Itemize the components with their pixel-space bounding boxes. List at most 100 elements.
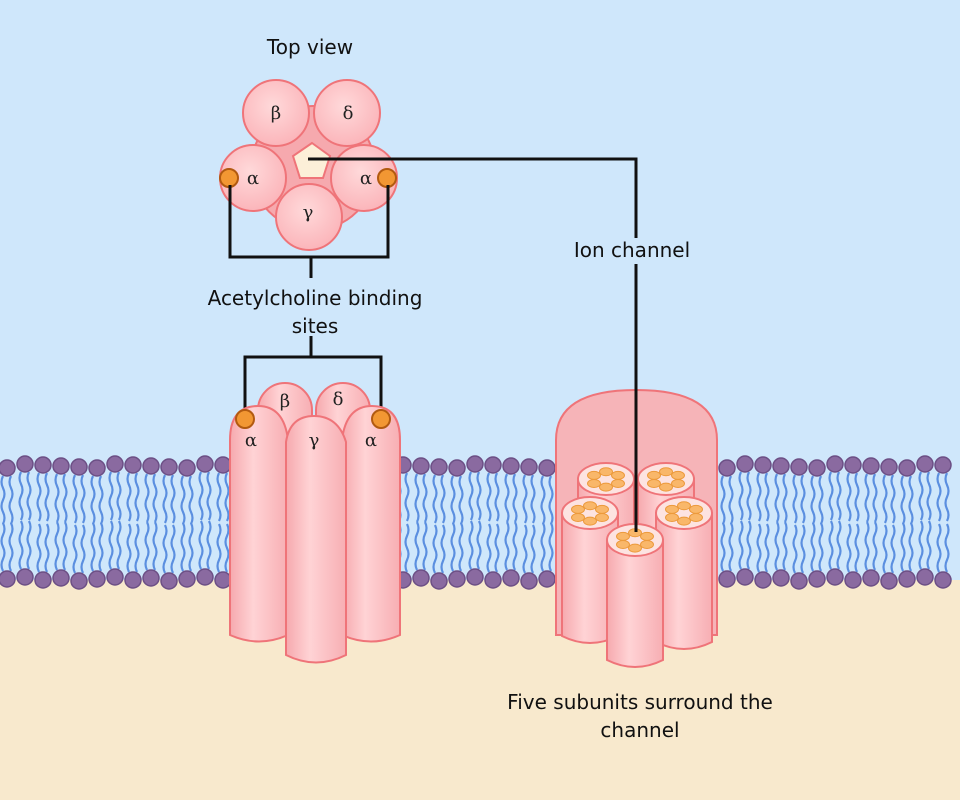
- lipid-head: [466, 568, 484, 586]
- lipid-head: [160, 458, 178, 476]
- lipid-head: [88, 459, 106, 477]
- lipid-tail: [54, 473, 60, 523]
- lipid-head: [124, 456, 142, 474]
- lipid-tail: [926, 520, 932, 570]
- lipid-head: [34, 456, 52, 474]
- binding-site-dot: [371, 409, 391, 429]
- lipid-tail: [530, 474, 536, 524]
- lipid-tail: [62, 473, 68, 523]
- lipid-head: [538, 570, 556, 588]
- binding-site-dot: [377, 168, 397, 188]
- lipid-head: [88, 570, 106, 588]
- lipid-tail: [126, 523, 132, 573]
- lipid-head: [52, 457, 70, 475]
- lipid-tail: [62, 521, 68, 571]
- lipid-head: [772, 457, 790, 475]
- lipid-head: [448, 570, 466, 588]
- lipid-head: [826, 455, 844, 473]
- lipid-tail: [720, 522, 726, 572]
- lipid-head: [844, 571, 862, 589]
- lipid-tail: [0, 522, 6, 572]
- lipid-tail: [152, 473, 158, 523]
- lipid-tail: [8, 522, 14, 572]
- lipid-tail: [486, 472, 492, 522]
- binding-site-dot: [219, 168, 239, 188]
- lipid-head: [754, 456, 772, 474]
- lipid-tail: [18, 520, 24, 570]
- lipid-tail: [900, 522, 906, 572]
- lipid-tail: [944, 523, 950, 573]
- lipid-tail: [872, 521, 878, 571]
- lipid-tail: [882, 524, 888, 574]
- lipid-head: [934, 571, 952, 589]
- lipid-tail: [468, 471, 474, 521]
- lipid-tail: [440, 474, 446, 524]
- lipid-tail: [134, 472, 140, 522]
- lipid-tail: [890, 524, 896, 574]
- ion-channel-pointer: [308, 157, 638, 532]
- lipid-tail: [800, 524, 806, 574]
- lipid-head: [502, 569, 520, 587]
- lipid-tail: [206, 520, 212, 570]
- lipid-tail: [728, 475, 734, 525]
- lipid-tail: [468, 520, 474, 570]
- lipid-head: [520, 572, 538, 590]
- lipid-head: [718, 459, 736, 477]
- lipid-head: [106, 568, 124, 586]
- lipid-head: [790, 572, 808, 590]
- lipid-tail: [8, 475, 14, 525]
- lipid-tail: [890, 474, 896, 524]
- lipid-head: [880, 572, 898, 590]
- lipid-tail: [908, 522, 914, 572]
- lipid-bilayer: [0, 455, 960, 590]
- lipid-tail: [944, 472, 950, 522]
- delta-label: δ: [333, 389, 344, 410]
- alpha-label: α: [360, 168, 372, 189]
- lipid-head: [142, 569, 160, 587]
- lipid-head: [862, 457, 880, 475]
- alpha-label: α: [365, 430, 377, 451]
- gamma-label: γ: [309, 430, 320, 451]
- lipid-head: [34, 571, 52, 589]
- lipid-head: [196, 568, 214, 586]
- lipid-tail: [440, 524, 446, 574]
- lipid-tail: [720, 475, 726, 525]
- lipid-tail: [494, 472, 500, 522]
- lipid-tail: [224, 472, 230, 522]
- lipid-tail: [450, 475, 456, 525]
- lipid-tail: [170, 474, 176, 524]
- lipid-tail: [54, 521, 60, 571]
- lipid-tail: [26, 471, 32, 521]
- lipid-head: [142, 457, 160, 475]
- lipid-head: [430, 572, 448, 590]
- lipid-tail: [36, 523, 42, 573]
- lipid-head: [520, 458, 538, 476]
- lipid-tail: [764, 472, 770, 522]
- lipid-tail: [422, 521, 428, 571]
- lipid-tail: [458, 522, 464, 572]
- lipid-head: [916, 568, 934, 586]
- extracellular-region: [0, 0, 960, 470]
- subunit-beta-top: β: [242, 79, 310, 147]
- lipid-head: [898, 570, 916, 588]
- lipid-tail: [864, 473, 870, 523]
- alpha-label: α: [247, 168, 259, 189]
- lipid-head: [70, 572, 88, 590]
- lipid-tail: [152, 521, 158, 571]
- lipid-tail: [198, 520, 204, 570]
- lipid-head: [538, 459, 556, 477]
- lipid-head: [160, 572, 178, 590]
- lipid-head: [178, 570, 196, 588]
- lipid-head: [412, 569, 430, 587]
- lipid-tail: [936, 523, 942, 573]
- lipid-tail: [746, 471, 752, 521]
- lipid-tail: [792, 524, 798, 574]
- lipid-tail: [872, 473, 878, 523]
- lipid-tail: [108, 520, 114, 570]
- lipid-head: [880, 458, 898, 476]
- lipid-tail: [818, 522, 824, 572]
- lipid-head: [214, 456, 232, 474]
- lipid-head: [790, 458, 808, 476]
- lipid-tail: [756, 472, 762, 522]
- subunit-alpha-right-side: [341, 404, 401, 643]
